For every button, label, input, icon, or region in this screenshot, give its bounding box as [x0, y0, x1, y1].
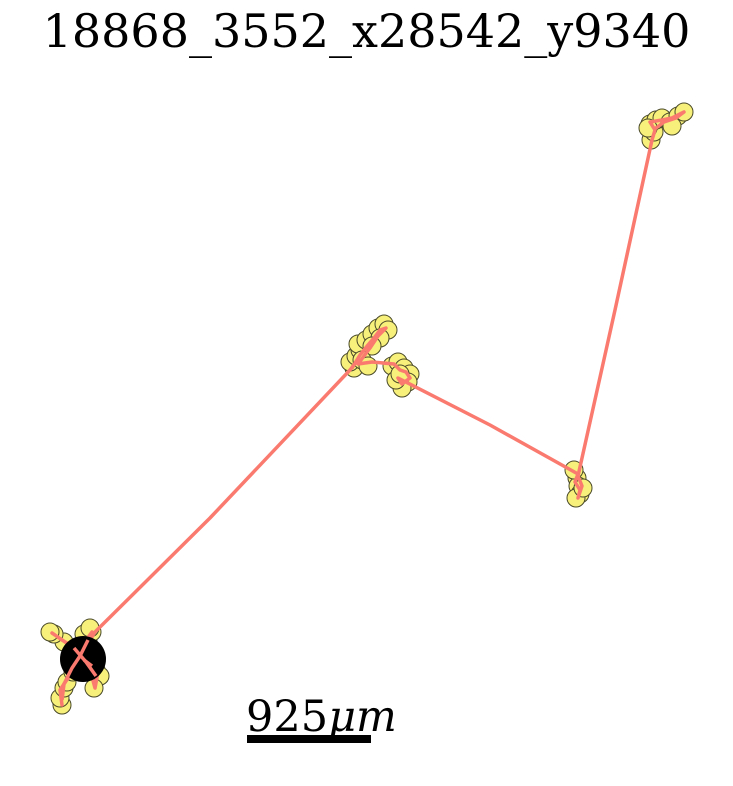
scale-bar-label: 925μm: [246, 696, 397, 739]
scale-bar: [247, 735, 371, 743]
plot-title: 18868_3552_x28542_y9340: [42, 4, 691, 58]
start-track-segment: [82, 658, 94, 668]
scale-bar-unit: μm: [328, 692, 397, 742]
start-track-segment: [60, 639, 90, 701]
start-cluster-overlay: [60, 639, 98, 701]
track-path: [50, 110, 686, 707]
track-points: [40, 102, 694, 715]
track-point: [40, 622, 60, 642]
scale-bar-number: 925: [246, 692, 329, 742]
